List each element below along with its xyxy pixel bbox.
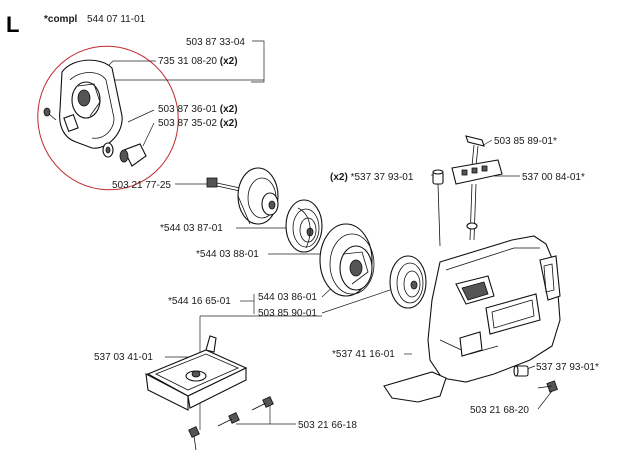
part-label: (x2) *537 37 93-01 — [330, 172, 414, 183]
part-label: 503 87 33-04 — [186, 37, 245, 48]
part-label: 503 21 68-20 — [470, 405, 529, 416]
starter-cover-subassembly — [43, 59, 147, 167]
bracket-screws — [188, 396, 274, 451]
part-labels: 503 87 33-04 735 31 08-20 (x2) 503 87 36… — [94, 37, 599, 431]
part-label: 503 21 66-18 — [298, 420, 357, 431]
part-label: 503 85 89-01* — [494, 136, 557, 147]
part-label: 503 21 77-25 — [112, 180, 171, 191]
section-letter: L — [6, 12, 19, 37]
part-label: *537 41 16-01 — [332, 349, 395, 360]
pulley-disc — [237, 167, 279, 225]
part-label: *544 03 88-01 — [196, 249, 259, 260]
screw-center — [206, 177, 241, 192]
part-label: 503 87 35-02 (x2) — [158, 118, 238, 129]
assembly-prefix: *compl — [44, 14, 78, 25]
recoil-spring — [389, 255, 427, 309]
mounting-bracket — [145, 335, 248, 411]
highlight-ellipse — [37, 45, 179, 191]
part-label: 503 87 36-01 (x2) — [158, 104, 238, 115]
rope-drum — [285, 199, 323, 253]
part-label: *544 03 87-01 — [160, 223, 223, 234]
part-label: *544 16 65-01 — [168, 296, 231, 307]
starter-handle — [451, 135, 503, 241]
part-label: 537 00 84-01* — [522, 172, 585, 183]
part-label: 544 03 86-01 — [258, 292, 317, 303]
part-label: 735 31 08-20 (x2) — [158, 56, 238, 67]
assembly-number: 544 07 11-01 — [87, 14, 146, 25]
plug-top — [432, 169, 444, 247]
part-label: 503 85 90-01 — [258, 308, 317, 319]
plug-right-and-screw — [513, 365, 558, 393]
part-label: 537 03 41-01 — [94, 352, 153, 363]
part-label: 537 37 93-01* — [536, 362, 599, 373]
starter-housing — [383, 235, 561, 403]
spring-cassette — [319, 223, 375, 297]
